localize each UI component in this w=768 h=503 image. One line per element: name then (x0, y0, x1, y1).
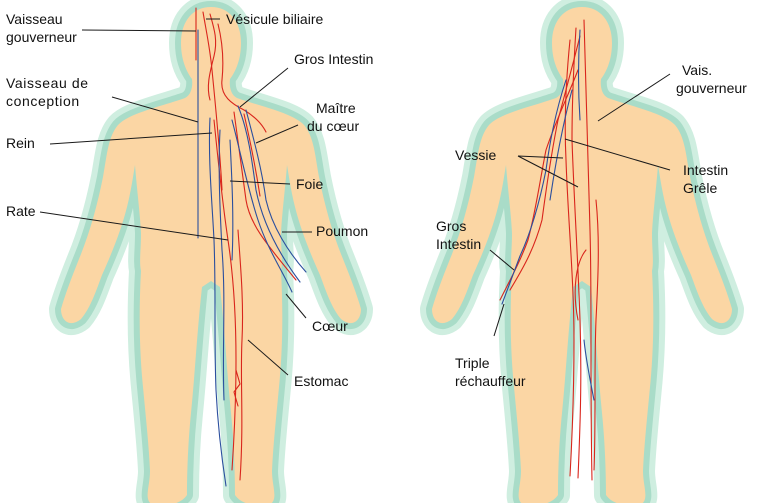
label-triple-1: Triple (455, 355, 490, 371)
label-gros-intestin: Gros Intestin (294, 51, 373, 67)
label-intestin-1: Intestin (683, 162, 728, 178)
label-vaisseau-gouverneur-2: gouverneur (6, 29, 77, 45)
label-gros-1: Gros (436, 218, 466, 234)
label-rate: Rate (6, 203, 36, 219)
label-vais-1: Vais. (682, 62, 712, 78)
label-poumon: Poumon (316, 223, 368, 239)
label-vaisseau-conception-1: Vaisseau de (6, 75, 89, 91)
label-coeur: Cœur (312, 318, 348, 334)
label-vessie: Vessie (455, 147, 496, 163)
label-triple-2: réchauffeur (455, 373, 526, 389)
label-foie: Foie (296, 176, 323, 192)
label-vaisseau-conception-2: conception (6, 93, 80, 109)
label-gros-2: Intestin (436, 236, 481, 252)
label-estomac: Estomac (294, 373, 348, 389)
label-vaisseau-gouverneur-1: Vaisseau (6, 11, 63, 27)
label-vesicule-biliaire: Vésicule biliaire (226, 11, 323, 27)
label-intestin-2: Grêle (683, 180, 717, 196)
front-skin (61, 7, 361, 503)
label-vais-2: gouverneur (676, 80, 747, 96)
label-rein: Rein (6, 135, 35, 151)
label-maitre-2: du cœur (307, 118, 359, 134)
label-maitre-1: Maître (316, 100, 356, 116)
front-body (61, 7, 361, 503)
